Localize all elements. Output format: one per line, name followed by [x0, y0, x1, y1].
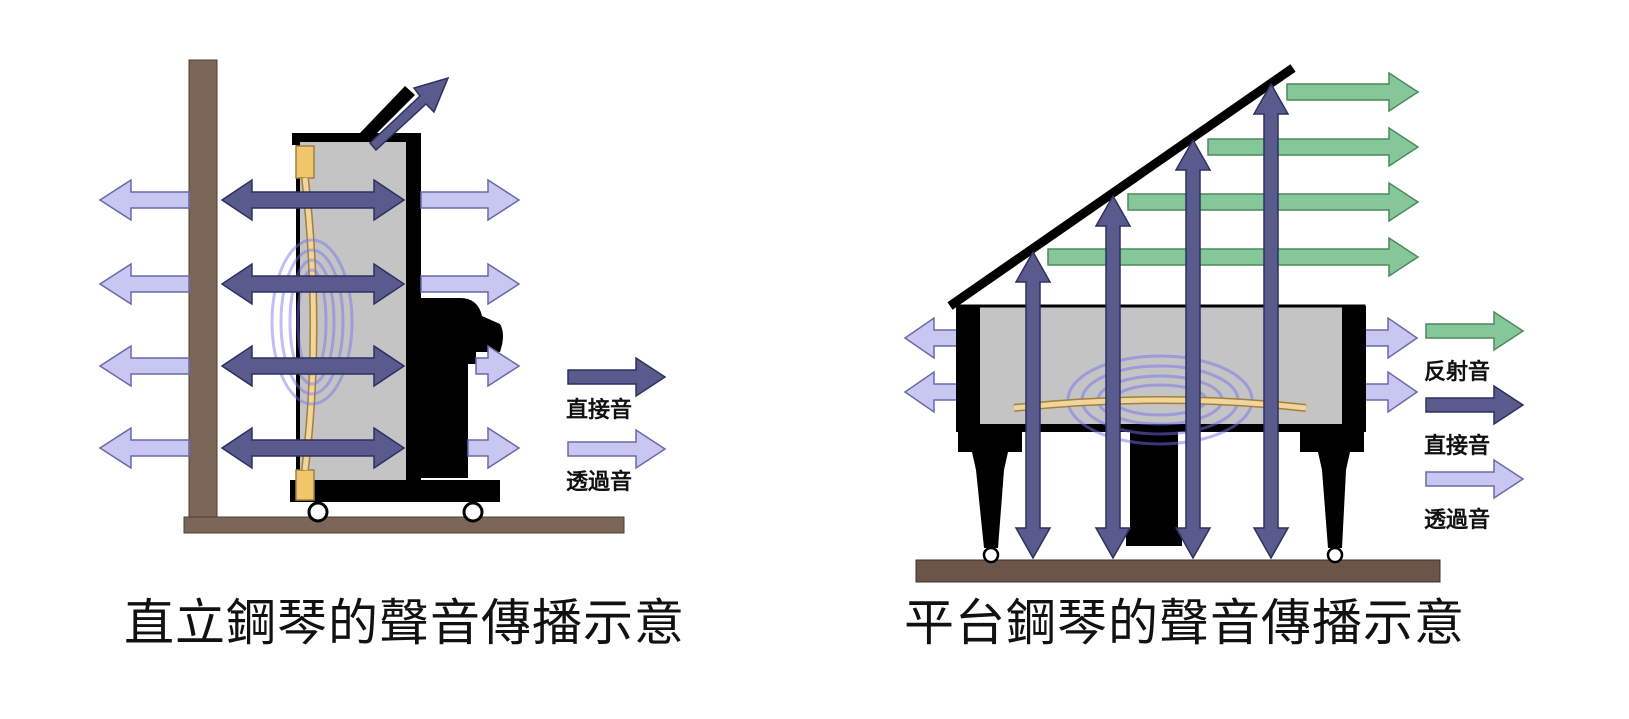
upright-keybed [419, 298, 503, 478]
upright-legend-direct-arrow [567, 356, 667, 398]
grand-pedal-base [1126, 530, 1182, 546]
grand-lid [947, 64, 1296, 310]
grand-legend-transmitted-arrow [1425, 458, 1525, 500]
grand-leg-right [1300, 430, 1364, 548]
upright-front-panel [406, 133, 421, 498]
grand-floor [915, 559, 1441, 583]
grand-legend-direct-arrow [1425, 384, 1525, 426]
upright-piano-diagram [98, 59, 667, 534]
grand-direct-arrows [1014, 82, 1290, 560]
upright-pedal-base [290, 480, 500, 502]
upright-vibration-rings [270, 238, 354, 406]
grand-caption: 平台鋼琴的聲音傳播示意 [904, 594, 1465, 652]
grand-rim-bottom [956, 424, 1366, 432]
grand-legend-direct-label: 直接音 [1424, 434, 1491, 459]
wall [188, 59, 218, 526]
grand-reflected-arrows [1047, 71, 1420, 278]
upright-top-direct-arrow [368, 76, 450, 152]
grand-piano-diagram [903, 64, 1525, 583]
grand-legend-transmitted-label: 透過音 [1424, 508, 1491, 533]
grand-legend-reflected-label: 反射音 [1424, 360, 1491, 385]
grand-caster-right [1326, 546, 1344, 564]
upright-soundboard-cap-bottom [295, 469, 315, 501]
upright-caption: 直立鋼琴的聲音傳播示意 [124, 594, 685, 652]
grand-leg-left [958, 430, 1022, 548]
grand-legend-reflected-arrow [1425, 310, 1525, 352]
grand-side-right [1342, 306, 1366, 426]
grand-lyre [1130, 432, 1178, 534]
upright-direct-arrows [220, 178, 406, 470]
upright-legend-direct-label: 直接音 [566, 398, 633, 423]
upright-transmitted-arrows-left [98, 178, 190, 470]
grand-caster-left [982, 546, 1000, 564]
grand-side-left [956, 306, 980, 426]
upright-legend-transmitted-arrow [567, 428, 667, 470]
upright-transmitted-arrows-right [420, 178, 521, 470]
upright-caster-left [307, 501, 329, 523]
upright-open-lid [360, 86, 415, 138]
upright-soundboard-cap-top [295, 145, 315, 179]
upright-legend-transmitted-label: 透過音 [566, 470, 633, 495]
grand-transmitted-arrows-right [1361, 316, 1419, 414]
upright-caster-right [462, 501, 484, 523]
grand-transmitted-arrows-left [903, 316, 959, 414]
floor [183, 516, 625, 534]
